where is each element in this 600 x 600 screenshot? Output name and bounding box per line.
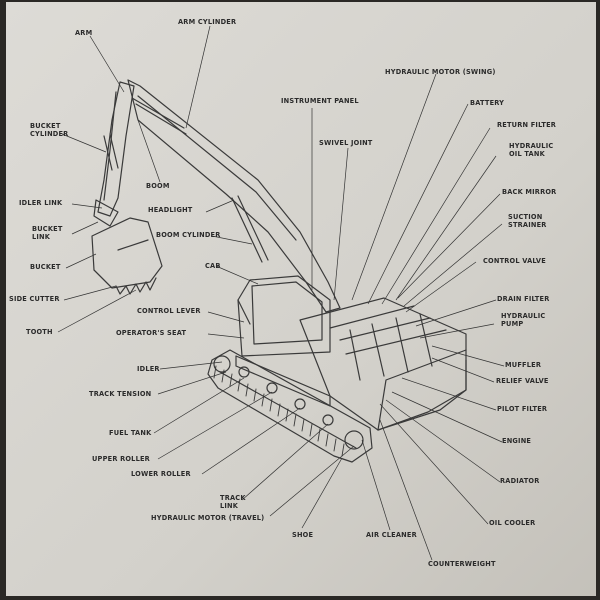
label-arm-cylinder: ARM CYLINDER [178, 18, 237, 26]
label-oil-cooler: OIL COOLER [489, 519, 536, 527]
boom-cylinder-shape [231, 195, 269, 263]
leader-lines [57, 25, 505, 561]
label-swivel-joint: SWIVEL JOINT [319, 139, 373, 147]
upper-structure-shape [299, 297, 467, 431]
label-control-valve: CONTROL VALVE [483, 257, 546, 265]
drive-sprocket [344, 430, 364, 450]
teeth-shape [115, 277, 157, 295]
label-bucket-link: BUCKET LINK [32, 225, 63, 241]
label-idler: IDLER [137, 365, 160, 373]
label-track-tension: TRACK TENSION [89, 390, 152, 398]
excavator-drawing [91, 79, 467, 463]
label-headlight: HEADLIGHT [148, 206, 193, 214]
boom-shape [127, 79, 341, 313]
label-radiator: RADIATOR [500, 477, 540, 485]
label-control-lever: CONTROL LEVER [137, 307, 201, 315]
track-links [213, 365, 345, 457]
label-battery: BATTERY [470, 99, 505, 107]
label-bucket: BUCKET [30, 263, 61, 271]
label-return-filter: RETURN FILTER [497, 121, 557, 129]
paper-sheet [6, 2, 596, 596]
label-hydraulic-pump: HYDRAULIC PUMP [501, 312, 546, 328]
label-boom-cylinder: BOOM CYLINDER [156, 231, 221, 239]
label-upper-roller: UPPER ROLLER [92, 455, 150, 463]
label-operators-seat: OPERATOR'S SEAT [116, 329, 187, 337]
label-pilot-filter: PILOT FILTER [497, 405, 548, 413]
label-fuel-tank: FUEL TANK [109, 429, 152, 437]
label-muffler: MUFFLER [505, 361, 542, 369]
label-boom: BOOM [146, 182, 170, 190]
bucket-cylinder-shape [103, 133, 119, 171]
label-cab: CAB [205, 262, 221, 270]
label-track-link: TRACK LINK [220, 494, 246, 510]
label-air-cleaner: AIR CLEANER [366, 531, 417, 539]
label-counterweight: COUNTERWEIGHT [428, 560, 496, 568]
track-shape [207, 349, 373, 463]
label-back-mirror: BACK MIRROR [502, 188, 557, 196]
label-suction-strainer: SUCTION STRAINER [508, 213, 547, 229]
label-hydraulic-motor-travel: HYDRAULIC MOTOR (TRAVEL) [151, 514, 265, 522]
label-bucket-cylinder: BUCKET CYLINDER [30, 122, 69, 138]
label-relief-valve: RELIEF VALVE [496, 377, 549, 385]
label-side-cutter: SIDE CUTTER [9, 295, 60, 303]
label-shoe: SHOE [292, 531, 314, 539]
label-idler-link: IDLER LINK [19, 199, 63, 207]
label-drain-filter: DRAIN FILTER [497, 295, 550, 303]
label-hydraulic-motor-swing: HYDRAULIC MOTOR (SWING) [385, 68, 496, 76]
label-instrument-panel: INSTRUMENT PANEL [281, 97, 359, 105]
label-arm: ARM [75, 29, 93, 37]
roller-1 [238, 366, 250, 378]
arm-shape [97, 81, 135, 217]
label-hydraulic-oil-tank: HYDRAULIC OIL TANK [509, 142, 554, 158]
roller-2 [266, 382, 278, 394]
label-engine: ENGINE [502, 437, 532, 445]
arm-cylinder-shape [131, 97, 187, 135]
idler-wheel [213, 355, 231, 373]
counterweight-shape [377, 359, 467, 431]
label-lower-roller: LOWER ROLLER [131, 470, 191, 478]
roller-3 [294, 398, 306, 410]
label-tooth: TOOTH [26, 328, 53, 336]
roller-4 [322, 414, 334, 426]
